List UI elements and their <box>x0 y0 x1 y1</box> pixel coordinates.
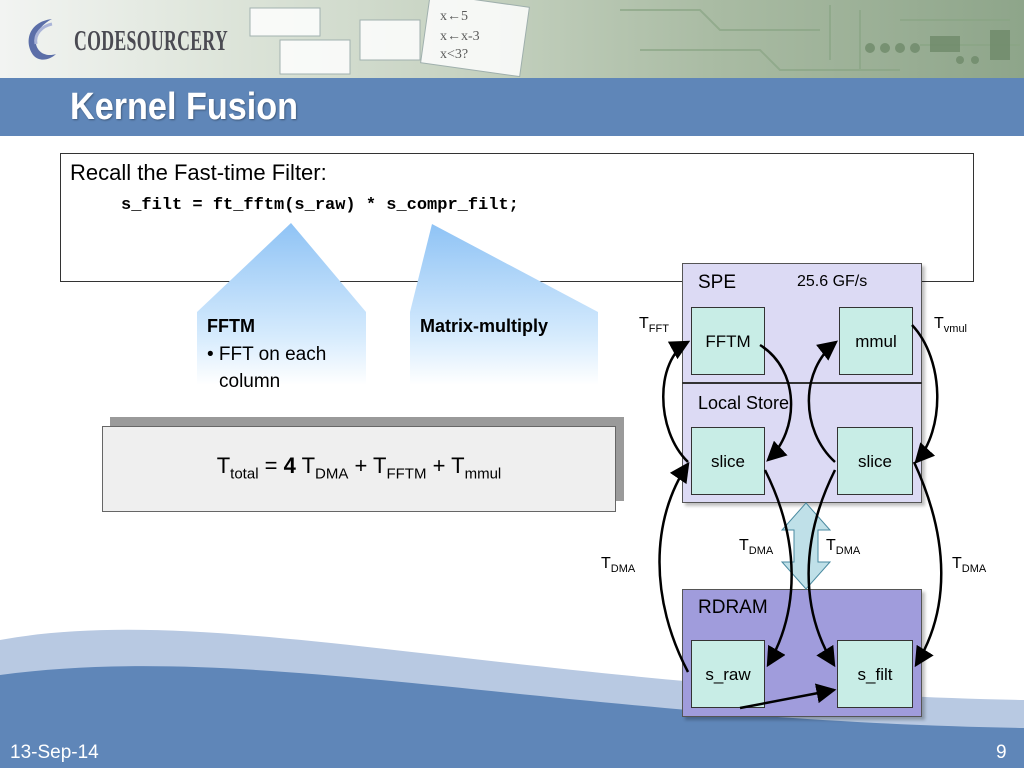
t-dma-label-inner-right: TDMA <box>826 537 861 558</box>
page-number: 9 <box>996 742 1007 763</box>
spe-divider <box>682 382 922 384</box>
svg-text:x←5: x←5 <box>440 9 468 24</box>
fftm-node: FFTM <box>691 307 765 375</box>
matrix-multiply-callout-title: Matrix-multiply <box>420 316 549 336</box>
fftm-callout <box>197 223 366 385</box>
s-raw-node: s_raw <box>691 640 765 708</box>
spe-rate: 25.6 GF/s <box>797 273 868 290</box>
logo-swirl-icon <box>28 19 56 60</box>
s-filt-node: s_filt <box>837 640 913 708</box>
spe-label: SPE <box>698 272 737 293</box>
brand-logo: CODESOURCERY <box>22 14 228 64</box>
fftm-callout-bullet-cont: column <box>219 371 281 392</box>
matrix-multiply-callout <box>410 224 598 385</box>
t-dma-label-outer-right: TDMA <box>952 555 987 576</box>
slice-left-node: slice <box>691 427 765 495</box>
logo-wordmark: CODESOURCERY <box>74 26 228 57</box>
t-dma-label-inner-left: TDMA <box>739 537 774 558</box>
fftm-callout-title: FFTM <box>207 316 255 336</box>
footer-date: 13-Sep-14 <box>10 742 99 763</box>
recall-box <box>60 153 974 282</box>
t-dma-label-outer-left: TDMA <box>601 555 636 576</box>
mmul-node: mmul <box>839 307 913 375</box>
rdram-label: RDRAM <box>698 597 768 618</box>
recall-heading: Recall the Fast-time Filter: <box>70 160 327 185</box>
formula-text: Ttotal = 4 TDMA + TFFTM + Tmmul <box>216 453 502 483</box>
svg-text:CODESOURCERY: CODESOURCERY <box>74 26 228 57</box>
fftm-callout-bullet: • FFT on each <box>207 344 327 365</box>
t-fft-label: TFFT <box>639 315 669 336</box>
slice-right-node: slice <box>837 427 913 495</box>
title-bar <box>0 78 1024 136</box>
code-line: s_filt = ft_fftm(s_raw) * s_compr_filt; <box>121 196 519 215</box>
t-vmul-label: Tvmul <box>934 315 968 336</box>
local-store-label: Local Store <box>698 393 790 413</box>
formula-box: Ttotal = 4 TDMA + TFFTM + Tmmul <box>102 426 616 512</box>
svg-text:x←x-3: x←x-3 <box>440 29 480 44</box>
circuit-background: x←5 x←x-3 x<3? <box>249 0 1020 78</box>
slide-title: Kernel Fusion <box>70 86 299 128</box>
svg-text:x<3?: x<3? <box>440 47 468 62</box>
header-banner: x←5 x←x-3 x<3? CODESOURCERY <box>0 0 1024 78</box>
